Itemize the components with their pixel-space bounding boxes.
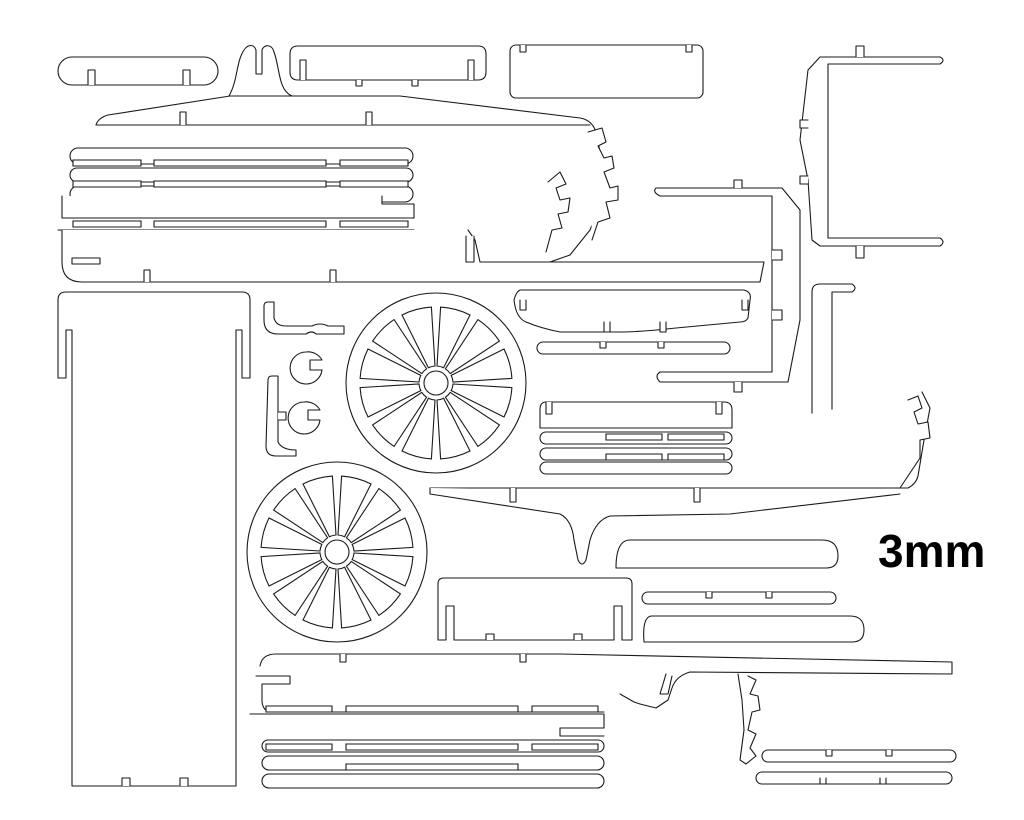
wheel-2-window-5	[274, 561, 328, 615]
part-thin-slat-1	[537, 342, 730, 354]
wheel-1-window-10	[437, 307, 470, 368]
part-thin-slat-2	[642, 592, 836, 604]
wheel-1-window-6	[360, 384, 421, 417]
wheel-2-window-7	[261, 518, 322, 551]
wheel-2-window-3	[338, 567, 371, 628]
part-curved-support	[514, 290, 750, 332]
wheel-2-window-10	[338, 476, 371, 537]
material-thickness-label: 3mm	[878, 525, 986, 577]
part-rounded-slat-wide	[644, 616, 864, 642]
part-lower-side-frame	[260, 654, 952, 764]
wheel-lower	[247, 462, 427, 642]
part-small-hook-arm	[264, 302, 344, 334]
part-right-mid-frame	[655, 180, 800, 392]
wheel-2-window-2	[346, 561, 400, 615]
wheel-2-window-9	[303, 476, 336, 537]
part-bottom-right-slat-2	[756, 772, 952, 784]
wheel-2-window-1	[352, 553, 413, 586]
wheel-2-window-11	[346, 489, 400, 543]
wheel-1-window-11	[445, 320, 499, 374]
wheel-1-window-1	[451, 384, 512, 417]
part-small-l-bracket	[266, 376, 296, 456]
part-slat-frame-middle	[540, 402, 732, 474]
part-lower-slat-stack	[250, 676, 604, 788]
part-long-base-rail	[62, 230, 764, 282]
part-tab-panel-center	[438, 578, 632, 640]
wheel-1-window-2	[445, 392, 499, 446]
wheel-1-window-3	[437, 398, 470, 459]
wheel-1-window-7	[360, 349, 421, 382]
part-right-tall-frame	[800, 46, 943, 258]
part-top-left-rounded-slat	[58, 57, 218, 85]
wheel-2-window-8	[274, 489, 328, 543]
part-left-tall-board	[58, 292, 250, 786]
part-top-tab-panel	[290, 46, 486, 86]
part-small-c-clip-1	[290, 352, 322, 384]
part-bottom-right-slat-1	[762, 750, 956, 762]
wheel-1-window-9	[402, 307, 435, 368]
part-top-right-rect-panel	[510, 45, 703, 98]
wheel-upper	[346, 293, 526, 473]
part-top-slotted-bracket	[229, 46, 292, 97]
part-upper-slat-stack	[58, 148, 414, 236]
part-small-c-clip-2	[288, 402, 320, 434]
wheel-1-window-4	[402, 398, 435, 459]
wheel-1-window-8	[373, 320, 427, 374]
wheel-2-window-6	[261, 553, 322, 586]
part-rounded-slat-right	[616, 540, 838, 568]
wheel-2-window-12	[352, 518, 413, 551]
wheel-1-window-12	[451, 349, 512, 382]
wheel-2-window-4	[303, 567, 336, 628]
wheel-1-window-5	[373, 392, 427, 446]
